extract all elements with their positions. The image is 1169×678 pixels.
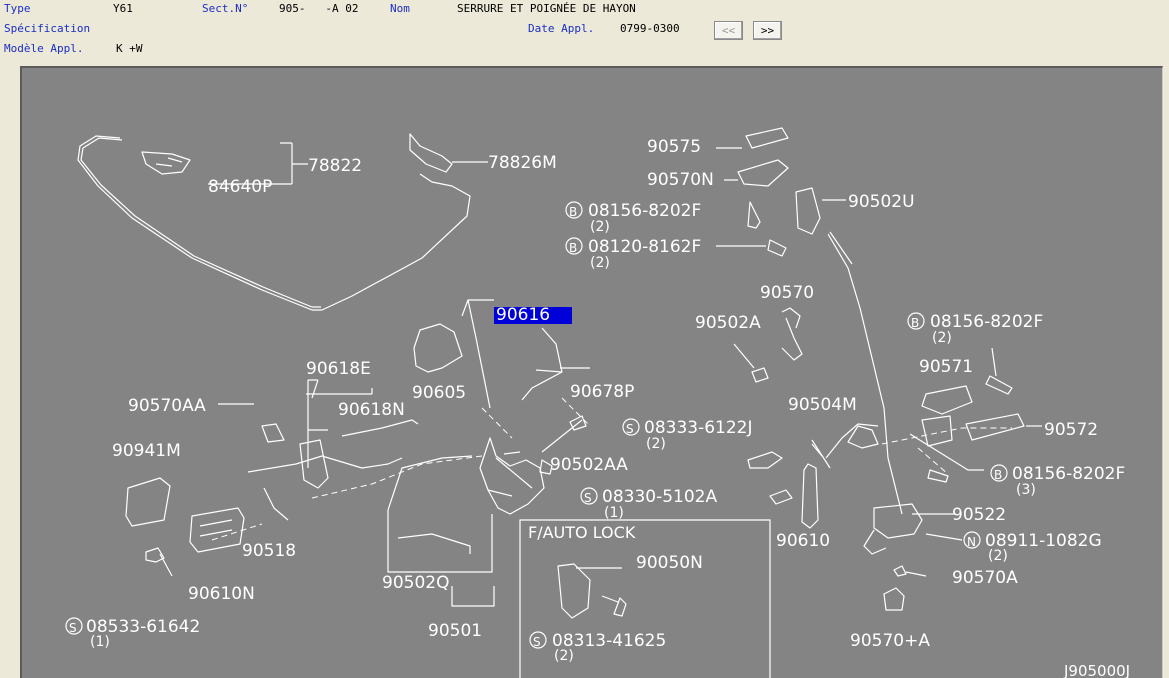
- part-label-84640P[interactable]: 84640P: [208, 177, 272, 197]
- nut-symbol-icon: [963, 531, 981, 549]
- part-qty: (2): [932, 330, 952, 346]
- model-label: Modèle Appl.: [4, 42, 84, 55]
- screw-symbol-icon: [580, 487, 598, 505]
- part-label-90518[interactable]: 90518: [242, 541, 296, 561]
- next-button[interactable]: >>: [753, 21, 782, 40]
- selected-part-highlight: [494, 307, 572, 324]
- nom-value: SERRURE ET POIGNÉE DE HAYON: [457, 2, 636, 15]
- diagram-drawing: 78822 84640P 78826M 90575 90570N B 08156…: [65, 127, 1130, 678]
- spec-label: Spécification: [4, 22, 91, 35]
- part-label-90502A[interactable]: 90502A: [695, 313, 761, 333]
- part-label-08333-6122J[interactable]: 08333-6122J: [644, 418, 753, 438]
- drawing-id: J905000J: [1063, 662, 1130, 678]
- part-prefix: S: [626, 422, 634, 436]
- parts-diagram: 78822 84640P 78826M 90575 90570N B 08156…: [20, 66, 1163, 678]
- screw-symbol-icon: [65, 617, 83, 635]
- part-qty: (3): [1016, 482, 1036, 498]
- date-value: 0799-0300: [620, 22, 680, 35]
- part-label-90571[interactable]: 90571: [919, 357, 973, 377]
- part-labels: 78822 84640P 78826M 90575 90570N B 08156…: [65, 137, 1130, 678]
- part-label-90616-selected[interactable]: 90616: [496, 305, 550, 325]
- part-label-90575[interactable]: 90575: [647, 137, 701, 157]
- part-prefix: S: [533, 635, 541, 649]
- bolt-symbol-icon: [907, 312, 925, 330]
- part-label-08330-5102A[interactable]: 08330-5102A: [602, 487, 717, 507]
- part-label-90610[interactable]: 90610: [776, 531, 830, 551]
- part-label-90678P[interactable]: 90678P: [570, 382, 634, 402]
- part-label-90618N[interactable]: 90618N: [338, 400, 405, 420]
- part-label-08911-1082G[interactable]: 08911-1082G: [985, 531, 1102, 551]
- part-label-08156-8202F-b[interactable]: 08156-8202F: [930, 312, 1043, 332]
- part-label-90618E[interactable]: 90618E: [306, 359, 371, 379]
- part-label-90605[interactable]: 90605: [412, 383, 466, 403]
- part-label-08156-8202F-c[interactable]: 08156-8202F: [1012, 464, 1125, 484]
- part-label-90941M[interactable]: 90941M: [112, 441, 181, 461]
- part-label-08533-61642[interactable]: 08533-61642: [86, 617, 200, 637]
- part-qty: (2): [590, 255, 610, 271]
- part-prefix: B: [569, 205, 577, 219]
- diagram-dashed-lines: [211, 397, 1012, 541]
- part-label-90502AA[interactable]: 90502AA: [550, 455, 628, 475]
- part-qty: (2): [554, 648, 574, 664]
- type-value: Y61: [113, 2, 133, 15]
- part-label-08313-41625[interactable]: 08313-41625: [552, 631, 666, 651]
- part-qty: (1): [604, 505, 624, 521]
- part-label-90570AA[interactable]: 90570AA: [128, 396, 206, 416]
- part-qty: (1): [90, 634, 110, 650]
- part-label-78826M[interactable]: 78826M: [488, 153, 557, 173]
- part-label-08156-8202F[interactable]: 08156-8202F: [588, 201, 701, 221]
- part-qty: (2): [988, 548, 1008, 564]
- diagram-linework: [77, 127, 1042, 678]
- inset-title: F/AUTO LOCK: [528, 523, 636, 542]
- part-label-08120-8162F[interactable]: 08120-8162F: [588, 237, 701, 257]
- nom-label: Nom: [390, 2, 410, 15]
- bolt-symbol-icon: [565, 237, 583, 255]
- part-label-90050N[interactable]: 90050N: [636, 553, 703, 573]
- part-prefix: B: [911, 316, 919, 330]
- bolt-symbol-icon: [565, 201, 583, 219]
- part-label-90522[interactable]: 90522: [952, 505, 1006, 525]
- part-label-90572[interactable]: 90572: [1044, 420, 1098, 440]
- part-prefix: S: [584, 491, 592, 505]
- part-label-90570[interactable]: 90570: [760, 283, 814, 303]
- part-prefix: B: [994, 468, 1002, 482]
- part-label-90504M[interactable]: 90504M: [788, 395, 857, 415]
- bolt-symbol-icon: [990, 464, 1008, 482]
- sect-label: Sect.N°: [202, 2, 249, 15]
- part-qty: (2): [590, 219, 610, 235]
- model-value: K +W: [116, 42, 143, 55]
- screw-symbol-icon: [622, 418, 640, 436]
- part-prefix: S: [69, 621, 77, 635]
- part-label-90502U[interactable]: 90502U: [848, 192, 915, 212]
- sect-value: 905- -A 02: [279, 2, 359, 15]
- part-label-90610N[interactable]: 90610N: [188, 584, 255, 604]
- date-label: Date Appl.: [528, 22, 595, 35]
- part-label-90570+A[interactable]: 90570+A: [850, 631, 930, 651]
- type-label: Type: [4, 2, 31, 15]
- part-label-90501[interactable]: 90501: [428, 621, 482, 641]
- part-prefix: B: [569, 241, 577, 255]
- part-label-90570A[interactable]: 90570A: [952, 568, 1018, 588]
- previous-button[interactable]: <<: [714, 21, 743, 40]
- part-prefix: N: [967, 535, 976, 549]
- part-qty: (2): [646, 436, 666, 452]
- part-label-78822[interactable]: 78822: [308, 156, 362, 176]
- part-label-90502Q[interactable]: 90502Q: [382, 573, 449, 593]
- part-label-90570N[interactable]: 90570N: [647, 170, 714, 190]
- screw-symbol-icon: [529, 631, 547, 649]
